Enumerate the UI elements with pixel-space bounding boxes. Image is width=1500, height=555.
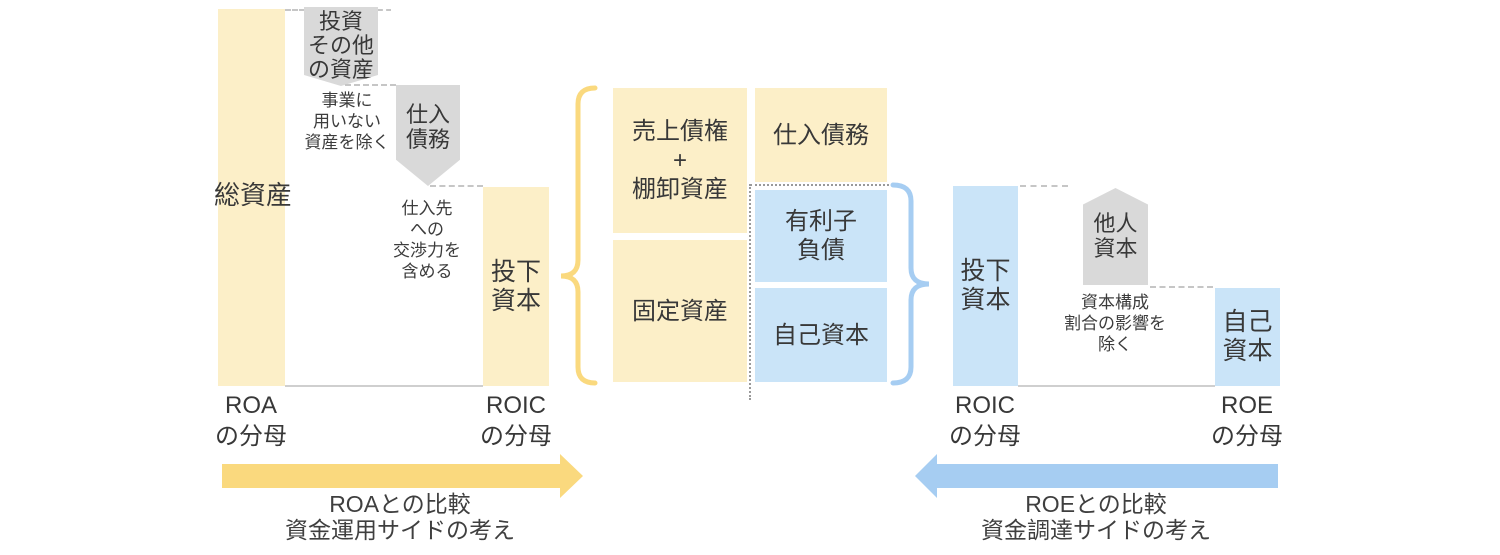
invested-capital-line: 資本 [960, 286, 1011, 314]
trade-payables-arrow: 仕入 債務 [396, 85, 460, 186]
connector-dash [1150, 286, 1213, 288]
blue-brace-icon [890, 182, 930, 386]
connector-dash [1020, 185, 1068, 187]
debt-capital-line: 資本 [1093, 236, 1138, 261]
fixed-assets-box: 固定資産 [613, 240, 747, 382]
invest-other-assets-line: その他 [307, 33, 374, 58]
roic-denominator-caption-right: ROIC の分母 [949, 392, 1021, 450]
connector-dash [345, 84, 396, 86]
gold-brace-icon [560, 85, 598, 386]
roe-denominator-caption: ROE の分母 [1211, 392, 1283, 450]
supplier-negotiation-note: 仕入先 への 交渉力を 含める [393, 199, 461, 281]
invested-capital-line: 投下 [960, 257, 1011, 285]
invest-other-assets-line: の資産 [307, 57, 374, 82]
payables-box: 仕入債務 [755, 88, 887, 182]
exclude-non-business-note: 事業に 用いない 資産を除く [304, 91, 390, 152]
total-assets-label: 総資産 [213, 180, 292, 210]
equity-box-middle: 自己資本 [755, 288, 887, 382]
roic-denominator-caption-left: ROIC の分母 [480, 392, 552, 450]
equity-line: 資本 [1222, 337, 1273, 365]
right-baseline [1018, 385, 1215, 387]
invested-capital-bar-left: 投下 資本 [483, 187, 549, 386]
roa-denominator-caption: ROA の分母 [215, 392, 287, 450]
left-baseline [285, 385, 483, 387]
interest-bearing-debt-box: 有利子 負債 [755, 190, 887, 282]
connector-dash [430, 185, 483, 187]
connector-dash [285, 9, 305, 11]
debt-capital-line: 他人 [1093, 211, 1138, 236]
dotted-boundary-horizontal [750, 184, 893, 186]
roe-comparison-arrow-icon [915, 454, 1278, 498]
invested-capital-bar-right: 投下 資本 [953, 186, 1018, 386]
invest-other-assets-arrow: 投資 その他 の資産 [304, 7, 378, 86]
connector-dash [378, 9, 391, 11]
roe-comparison-caption: ROEとの比較 資金調達サイドの考え [981, 491, 1211, 543]
debt-capital-arrow: 他人 資本 [1083, 188, 1148, 285]
invest-other-assets-line: 投資 [318, 9, 363, 34]
equity-line: 自己 [1222, 308, 1273, 336]
capital-structure-note: 資本構成 割合の影響を 除く [1064, 293, 1166, 354]
invested-capital-line: 投下 [490, 257, 541, 286]
trade-payables-line: 債務 [405, 127, 450, 152]
equity-bar-right: 自己 資本 [1215, 288, 1280, 386]
roa-comparison-arrow-icon [222, 454, 583, 498]
dotted-boundary-vertical [749, 184, 751, 400]
total-assets-bar [218, 9, 285, 386]
invested-capital-line: 資本 [490, 286, 541, 315]
receivables-inventory-box: 売上債権 + 棚卸資産 [613, 88, 747, 233]
roa-comparison-caption: ROAとの比較 資金運用サイドの考え [285, 491, 515, 543]
trade-payables-line: 仕入 [405, 102, 450, 127]
